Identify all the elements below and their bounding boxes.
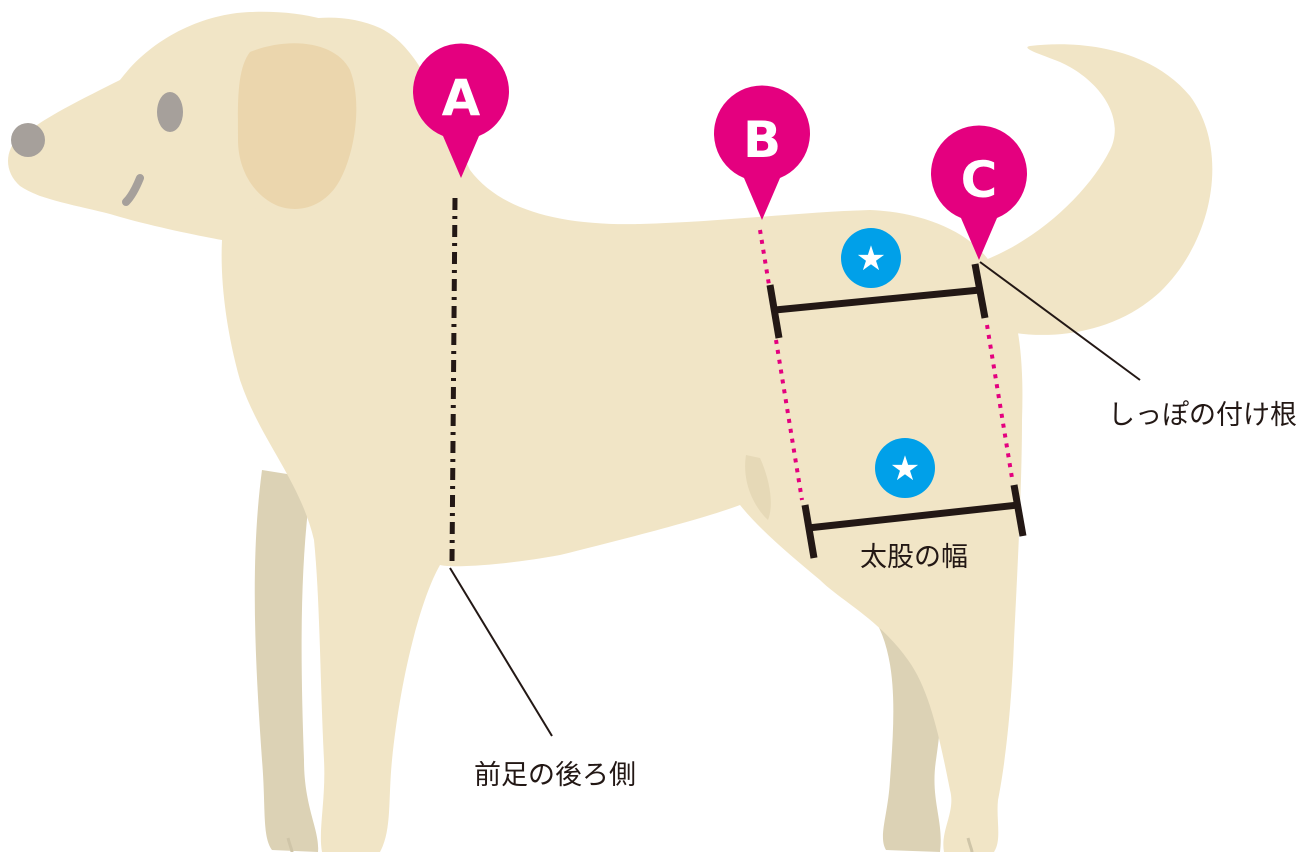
marker-a: A bbox=[413, 43, 509, 179]
label-thigh-width: 太股の幅 bbox=[860, 542, 968, 573]
dog-tail bbox=[980, 44, 1213, 335]
hind-leg-crease bbox=[745, 455, 771, 520]
marker-a-letter: A bbox=[442, 69, 481, 127]
star-badge-icon bbox=[841, 228, 901, 288]
marker-b: B bbox=[714, 85, 810, 220]
star-glyph: ★ bbox=[890, 449, 920, 489]
label-tail-base: しっぽの付け根 bbox=[1108, 400, 1297, 431]
paw-toe-line bbox=[286, 837, 294, 853]
star-badge-icon bbox=[875, 438, 935, 498]
map-pin-icon bbox=[931, 125, 1027, 260]
marker-c-letter: C bbox=[961, 151, 998, 209]
guide-line-b-lower bbox=[774, 339, 804, 501]
dog-mouth bbox=[122, 174, 144, 206]
dog-nose bbox=[11, 123, 45, 157]
dog-eye bbox=[157, 92, 183, 132]
star-badge-upper: ★ bbox=[841, 228, 901, 288]
map-pin-icon bbox=[413, 43, 509, 179]
leader-line-tail-base bbox=[979, 261, 1141, 381]
map-pin-icon bbox=[714, 85, 810, 220]
dog-ear bbox=[237, 43, 357, 209]
dog-body bbox=[8, 17, 1023, 852]
leader-line-front-leg bbox=[449, 567, 553, 737]
lower-measure-bar bbox=[801, 484, 1027, 559]
marker-c: C bbox=[931, 125, 1027, 260]
paw-toe-line bbox=[966, 837, 974, 853]
upper-measure-bar bbox=[766, 263, 989, 339]
label-front-leg-back: 前足の後ろ側 bbox=[474, 760, 636, 791]
dog-illustration bbox=[8, 11, 1213, 853]
far-front-leg bbox=[254, 470, 319, 852]
measurement-guides bbox=[449, 197, 1141, 737]
star-glyph: ★ bbox=[856, 239, 886, 279]
guide-line-a bbox=[449, 197, 458, 563]
marker-b-letter: B bbox=[743, 111, 781, 169]
star-badge-lower: ★ bbox=[875, 438, 935, 498]
